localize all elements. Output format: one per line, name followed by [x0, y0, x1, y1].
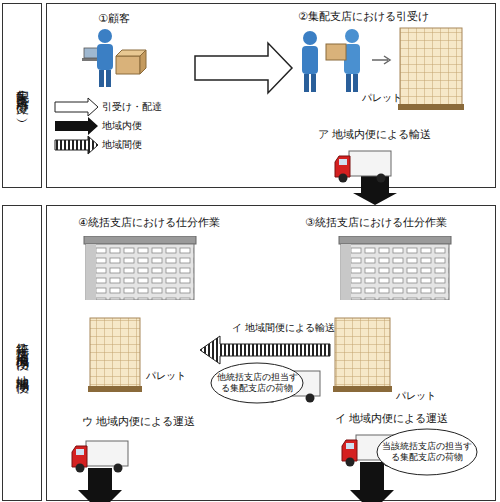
annotation-label: ②集配支店における引受け [298, 10, 429, 23]
ellipse-outline [211, 363, 303, 403]
annotation-label: ③統括支店における仕分作業 [305, 216, 447, 229]
band-title: 統括支店（地域内便、地域間便） [15, 332, 29, 375]
annotation-label: パレット [396, 390, 436, 402]
annotation-label: ウ 地域内便による運送 [82, 415, 196, 428]
band-content-frame [46, 3, 496, 188]
annotation-label: ア 地域内便による輸送 [318, 128, 432, 141]
annotation-label: イ 地域内便による運送 [335, 412, 449, 425]
callout-text-box: 当該統括支店の担当する集配支店の荷物 [382, 428, 472, 476]
band-label-cell: 統括支店（地域内便、地域間便） [2, 205, 42, 501]
legend-text: 地域間便 [102, 139, 142, 151]
ellipse-outline [377, 429, 477, 475]
annotation-label: パレット [146, 370, 186, 382]
callout-text-box: 他統括支店の担当する集配支店の荷物 [216, 362, 298, 404]
legend-text: 引受け・配達 [102, 101, 162, 113]
region-band: 統括支店（地域内便、地域間便） 他統括支店の担当する集配支店の荷物当該統括支店の担… [2, 205, 496, 501]
block-arrow-connector [353, 188, 397, 205]
annotation-label: ④統括支店における仕分作業 [78, 216, 220, 229]
callout-text: 他統括支店の担当する集配支店の荷物 [216, 372, 298, 394]
annotation-label: ①顧客 [98, 12, 130, 25]
band-label-cell: 集配支店（引受け） [2, 3, 42, 188]
legend-text: 地域内便 [102, 120, 142, 132]
region-band: 集配支店（引受け） [2, 3, 496, 188]
annotation-label: イ 地域間便による輸送 [232, 322, 335, 334]
band-title: 集配支店（引受け） [15, 79, 29, 112]
callout-ellipse: 当該統括支店の担当する集配支店の荷物 [376, 428, 478, 476]
callout-ellipse: 他統括支店の担当する集配支店の荷物 [210, 362, 304, 404]
callout-text: 当該統括支店の担当する集配支店の荷物 [382, 441, 472, 463]
annotation-label: パレット [362, 92, 402, 104]
